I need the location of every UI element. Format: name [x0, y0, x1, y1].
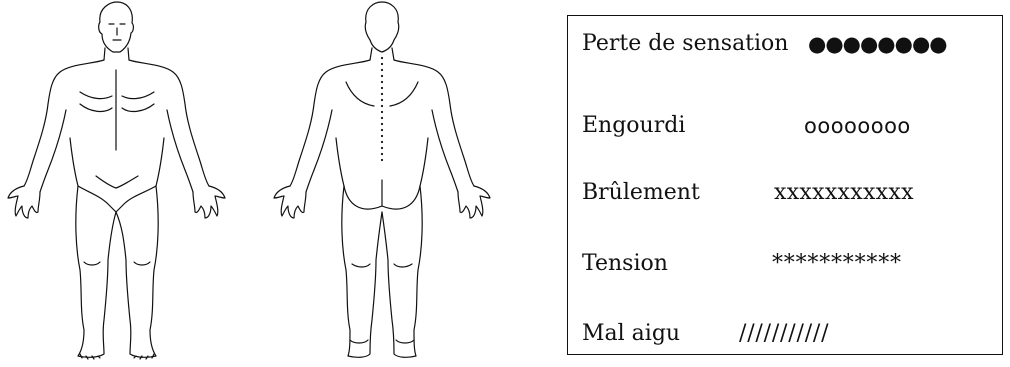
legend-label: Tension: [582, 251, 668, 277]
legend-symbol: xxxxxxxxxxx: [774, 180, 914, 206]
legend-symbol: ///////////: [739, 321, 829, 347]
legend-row-mal-aigu: Mal aigu ///////////: [582, 321, 680, 347]
legend-row-perte-de-sensation: Perte de sensation ●●●●●●●●: [582, 31, 788, 57]
legend-label: Mal aigu: [582, 321, 680, 347]
legend-symbol: ●●●●●●●●: [808, 31, 947, 57]
legend-symbol: oooooooo: [804, 113, 911, 139]
legend-label: Brûlement: [582, 180, 700, 206]
legend-row-engourdi: Engourdi oooooooo: [582, 113, 685, 139]
legend-row-brulement: Brûlement xxxxxxxxxxx: [582, 180, 700, 206]
body-front-figure: [0, 0, 230, 363]
legend-row-tension: Tension ***********: [582, 251, 668, 277]
body-back-figure: [270, 0, 500, 363]
symptom-legend: Perte de sensation ●●●●●●●● Engourdi ooo…: [567, 15, 1003, 355]
legend-symbol: ***********: [772, 251, 902, 277]
human-body-front-icon: [0, 0, 230, 363]
legend-label: Engourdi: [582, 113, 685, 139]
legend-label: Perte de sensation: [582, 31, 788, 57]
human-body-back-icon: [270, 0, 500, 363]
